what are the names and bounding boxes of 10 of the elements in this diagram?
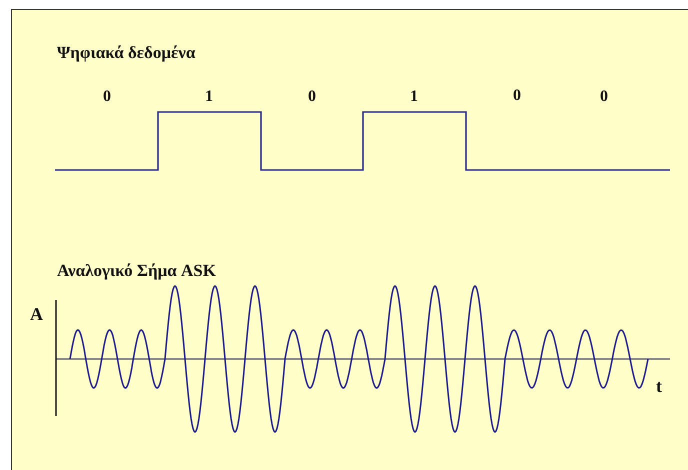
axis-label: t (656, 377, 662, 395)
bit-value: 0 (308, 89, 316, 105)
bit-value: 0 (103, 89, 111, 105)
section-heading: Αναλογικό Σήμα ASK (57, 262, 216, 279)
bit-value: 1 (410, 89, 418, 105)
bit-value: 0 (600, 89, 608, 105)
bit-value: 1 (205, 89, 213, 105)
bit-value: 0 (513, 88, 521, 104)
section-heading: Ψηφιακά δεδομένα (57, 44, 196, 61)
axis-label: A (30, 305, 43, 323)
